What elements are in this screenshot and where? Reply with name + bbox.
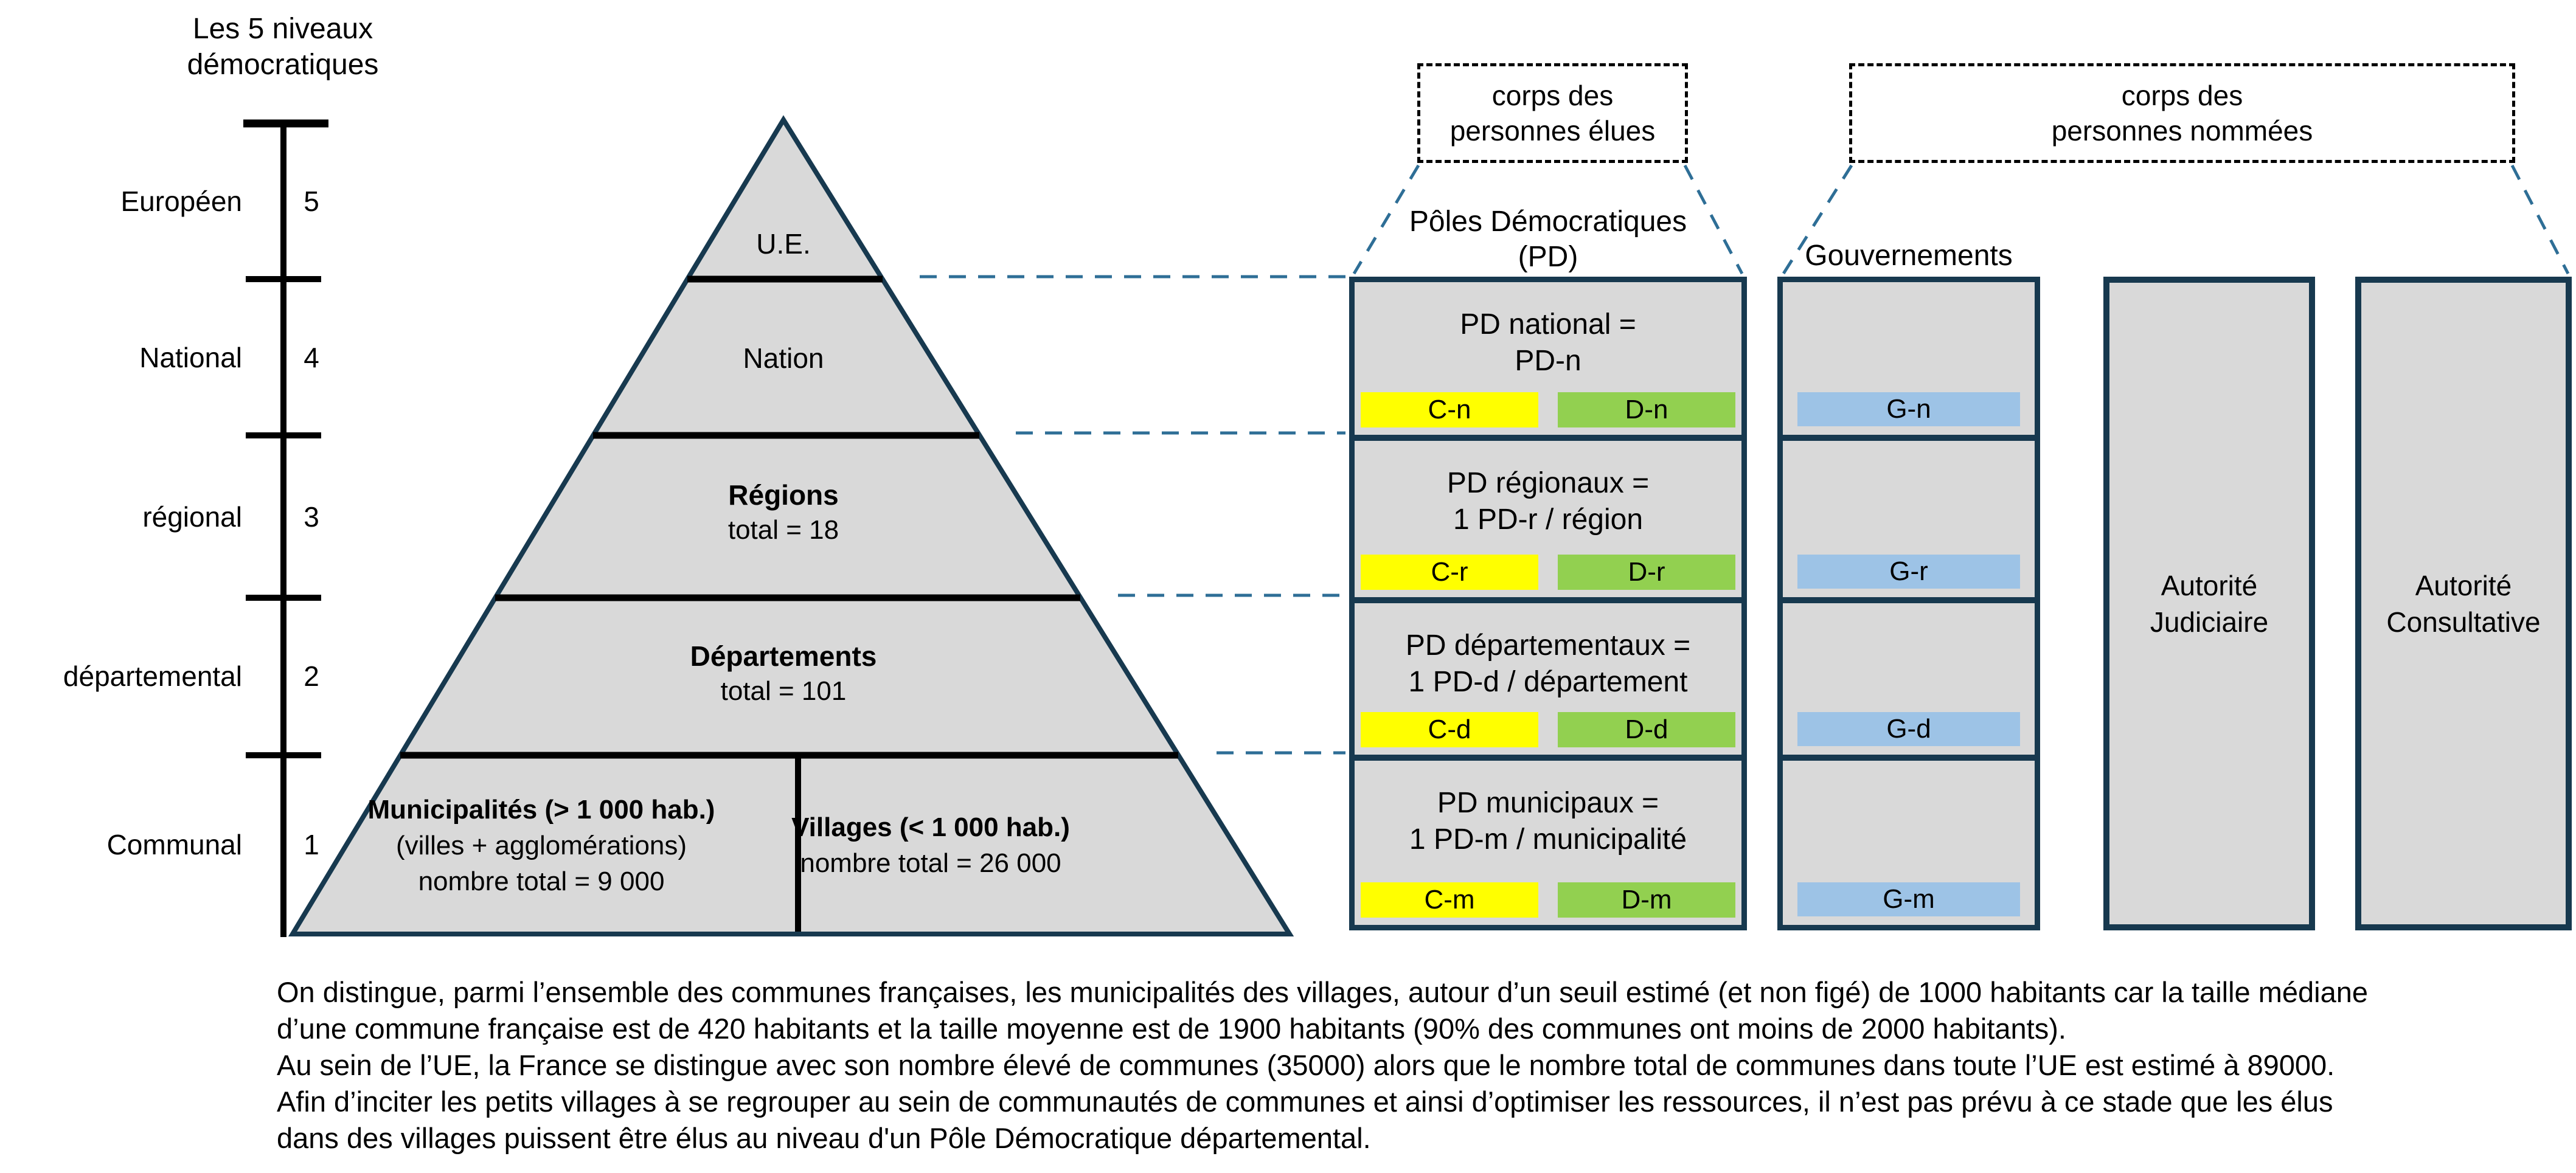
conseil-regional-bar: C-r (1361, 555, 1538, 590)
gov-column-title: Gouvernements (1805, 240, 2013, 272)
consultative-authority-line1: Autorité (2415, 569, 2512, 601)
level-label-regional: régional (142, 501, 242, 533)
footnote-line3: Au sein de l’UE, la France se distingue … (277, 1049, 2335, 1081)
footnote-line4: Afin d’inciter les petits villages à se … (277, 1085, 2333, 1118)
pd-column-title: Pôles Démocratiques (PD) (1349, 204, 1747, 275)
pyramid-cell-villages: Villages (< 1 000 hab.) nombre total = 2… (736, 761, 1125, 929)
pd-row-regional: PD régionaux = 1 PD-r / région C-r D-r (1349, 435, 1747, 603)
direction-departemental-bar: D-d (1558, 712, 1735, 747)
pd-departemental-line2: 1 PD-d / département (1408, 666, 1688, 698)
level-number-4: 4 (304, 342, 319, 373)
gouvernement-departemental-bar: G-d (1797, 712, 2020, 746)
appointed-body-line1: corps des (2121, 80, 2243, 111)
judicial-authority-line2: Judiciaire (2150, 606, 2269, 638)
elected-body-box: corps des personnes élues (1417, 63, 1688, 163)
villages-line2: nombre total = 26 000 (800, 848, 1061, 878)
gouvernement-municipal-bar: G-m (1797, 882, 2020, 916)
gouvernement-national-bar: G-n (1797, 392, 2020, 426)
level-number-1: 1 (304, 829, 319, 860)
pd-title-line1: Pôles Démocratiques (1409, 206, 1687, 238)
appointed-body-line2: personnes nommées (2051, 115, 2313, 147)
pd-municipal-line2: 1 PD-m / municipalité (1409, 823, 1687, 856)
pd-regional-line2: 1 PD-r / région (1453, 503, 1644, 536)
level-label-national: National (139, 342, 242, 373)
municipalites-line2: (villes + agglomérations) (395, 830, 687, 860)
judicial-authority-box: Autorité Judiciaire (2103, 277, 2315, 930)
pd-title-line2: (PD) (1518, 241, 1578, 273)
funnel-elected-left (1352, 164, 1420, 275)
pyramid-label-nation: Nation (743, 342, 824, 374)
direction-municipal-bar: D-m (1558, 882, 1735, 918)
gov-row-national: G-n (1777, 277, 2040, 440)
pyramid-label-departements: Départements total = 101 (571, 638, 996, 709)
pd-departemental-text: PD départementaux = 1 PD-d / département (1355, 628, 1741, 701)
regions-title: Régions (728, 479, 839, 511)
pd-regional-line1: PD régionaux = (1446, 467, 1650, 499)
diagram-title-line2: démocratiques (187, 49, 379, 81)
diagram-title: Les 5 niveaux démocratiques (149, 11, 417, 83)
level-number-2: 2 (304, 660, 319, 692)
pd-national-line1: PD national = (1460, 308, 1636, 341)
elected-body-line1: corps des (1491, 80, 1614, 111)
footnote-line2: d’une commune française est de 420 habit… (277, 1012, 2066, 1045)
level-label-communal: Communal (106, 829, 242, 860)
funnel-appointed-right (2510, 164, 2570, 275)
municipalites-line3: nombre total = 9 000 (418, 866, 665, 896)
municipalites-title: Municipalités (> 1 000 hab.) (367, 794, 715, 825)
pd-national-line2: PD-n (1515, 345, 1581, 377)
departements-title: Départements (690, 640, 877, 672)
footnote: On distingue, parmi l’ensemble des commu… (277, 974, 2576, 1157)
gov-row-departemental: G-d (1777, 598, 2040, 760)
gov-row-municipal: G-m (1777, 755, 2040, 930)
footnote-line1: On distingue, parmi l’ensemble des commu… (277, 976, 2369, 1008)
diagram-title-line1: Les 5 niveaux (192, 13, 373, 45)
conseil-departemental-bar: C-d (1361, 712, 1538, 747)
pyramid-cell-municipalites: Municipalités (> 1 000 hab.) (villes + a… (347, 761, 736, 929)
funnel-appointed-left (1782, 164, 1853, 275)
consultative-authority-box: Autorité Consultative (2355, 277, 2572, 930)
pyramid-label-ue: U.E. (756, 228, 811, 260)
regions-total: total = 18 (727, 515, 839, 545)
consultative-authority-line2: Consultative (2386, 606, 2541, 638)
pd-row-municipal: PD municipaux = 1 PD-m / municipalité C-… (1349, 755, 1747, 930)
pyramid-shape (288, 115, 1294, 936)
conseil-national-bar: C-n (1361, 392, 1538, 427)
pd-row-national: PD national = PD-n C-n D-n (1349, 277, 1747, 440)
level-label-departemental: départemental (63, 660, 242, 692)
pd-municipal-line1: PD municipaux = (1437, 787, 1659, 819)
level-number-5: 5 (304, 185, 319, 217)
pd-departemental-line1: PD départementaux = (1405, 629, 1691, 662)
direction-national-bar: D-n (1558, 392, 1735, 427)
funnel-elected-right (1683, 164, 1744, 275)
footnote-line5: dans des villages puissent être élus au … (277, 1122, 1371, 1154)
villages-title: Villages (< 1 000 hab.) (791, 812, 1070, 842)
departements-total: total = 101 (720, 676, 847, 706)
direction-regional-bar: D-r (1558, 555, 1735, 590)
level-label-europeen: Européen (120, 185, 243, 217)
judicial-authority-line1: Autorité (2161, 569, 2258, 601)
pd-regional-text: PD régionaux = 1 PD-r / région (1355, 465, 1741, 538)
level-number-3: 3 (304, 501, 319, 533)
gouvernement-regional-bar: G-r (1797, 555, 2020, 589)
gov-row-regional: G-r (1777, 435, 2040, 603)
pyramid-label-regions: Régions total = 18 (601, 477, 966, 548)
appointed-body-box: corps des personnes nommées (1849, 63, 2515, 163)
pd-national-text: PD national = PD-n (1355, 306, 1741, 379)
pd-municipal-text: PD municipaux = 1 PD-m / municipalité (1355, 785, 1741, 858)
elected-body-line2: personnes élues (1449, 115, 1656, 147)
pd-row-departemental: PD départementaux = 1 PD-d / département… (1349, 598, 1747, 760)
conseil-municipal-bar: C-m (1361, 882, 1538, 918)
